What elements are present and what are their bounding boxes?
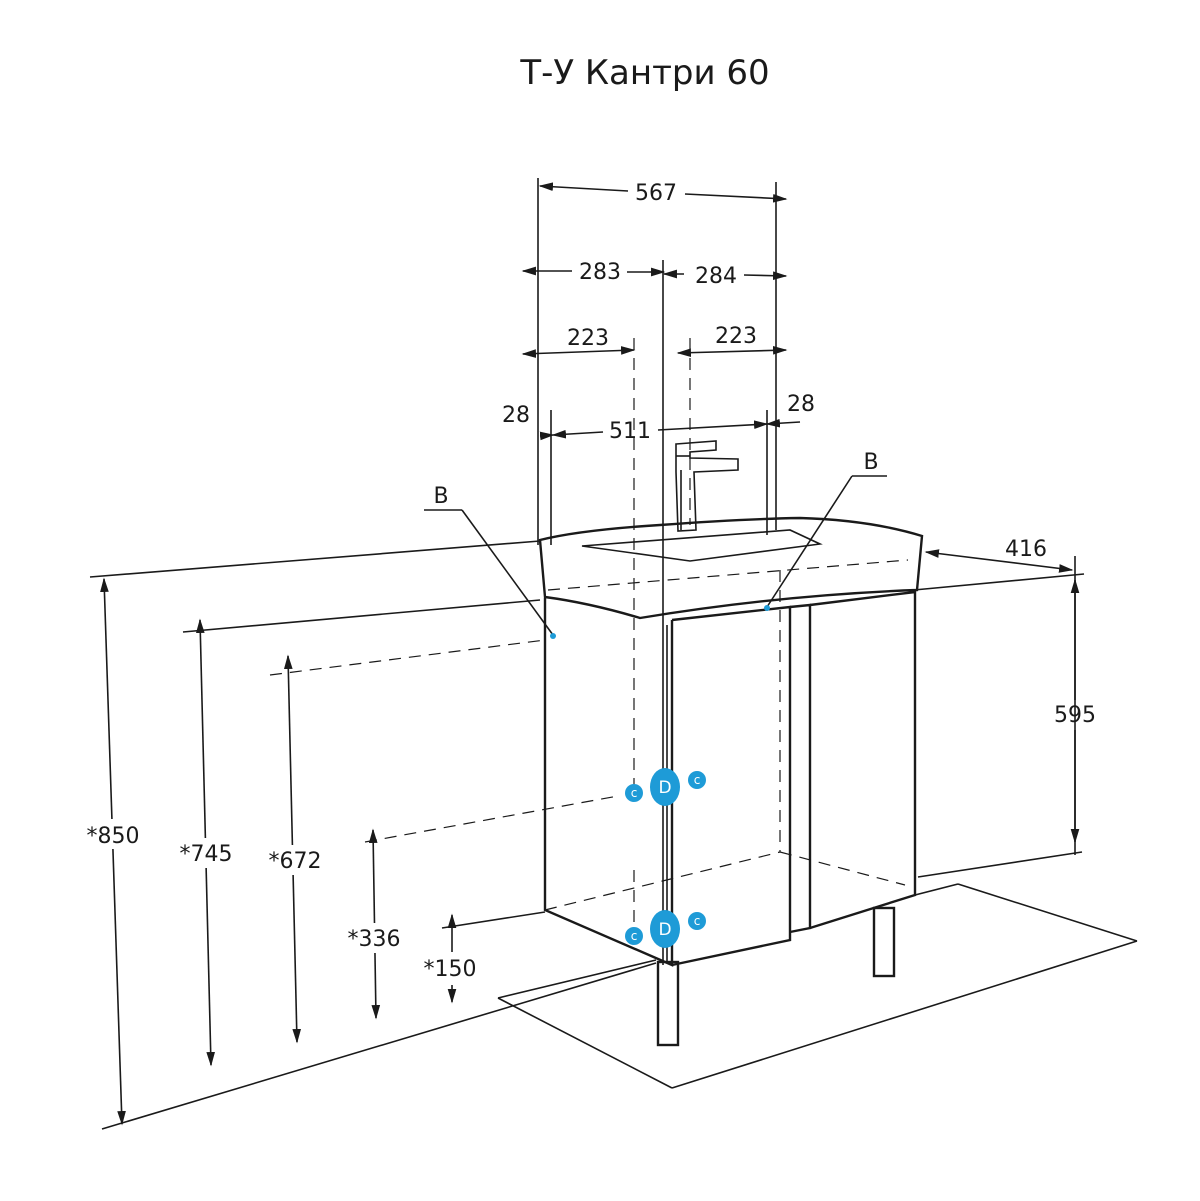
floor-outline (497, 883, 1138, 1089)
height-dimension-672: *672 (266, 654, 326, 1044)
marker-c-upper-left-label: c (631, 786, 638, 800)
washbasin (538, 516, 924, 620)
dim-336-label: *336 (348, 927, 401, 952)
extension-lines (537, 178, 781, 965)
dim-745-label: *745 (180, 842, 233, 867)
cabinet (543, 590, 917, 967)
width-dimension-223: 223 223 (521, 324, 788, 358)
callout-b-left: B (424, 484, 556, 639)
marker-c-upper-right-label: c (694, 773, 701, 787)
height-dimension-850: *850 (82, 577, 142, 1126)
dim-511-label: 511 (609, 419, 651, 444)
marker-d-upper (650, 768, 680, 806)
dim-223-right-label: 223 (715, 324, 757, 349)
width-dimension-283-284: 283 284 (521, 260, 788, 289)
marker-c-lower-right (688, 912, 706, 930)
depth-dimension-416: 416 (913, 537, 1085, 591)
dim-567-label: 567 (635, 181, 677, 206)
marker-c-lower-right-label: c (694, 914, 701, 928)
width-dimension-511: 28 511 28 (502, 392, 815, 444)
marker-d-lower (650, 910, 680, 948)
dim-223-left-label: 223 (567, 326, 609, 351)
marker-c-lower-left-label: c (631, 929, 638, 943)
dim-283-label: 283 (579, 260, 621, 285)
marker-c-upper-right (688, 771, 706, 789)
dim-416-label: 416 (1005, 537, 1047, 562)
dim-150-label: *150 (424, 957, 477, 982)
height-dimension-745: *745 (178, 618, 238, 1067)
height-dimension-595: 595 (917, 556, 1096, 878)
connection-markers-lower: c D c (625, 910, 706, 948)
connection-markers-upper: c D c (625, 768, 706, 806)
callout-b-right: B (764, 450, 887, 611)
dim-28-left-label: 28 (502, 403, 530, 428)
dim-850-label: *850 (87, 824, 140, 849)
dim-28-right-label: 28 (787, 392, 815, 417)
dim-595-label: 595 (1054, 703, 1096, 728)
callout-b-left-label: B (433, 484, 448, 509)
height-reference-lines (89, 540, 657, 1130)
height-dimension-150: *150 (424, 913, 477, 1004)
faucet (675, 440, 739, 532)
dim-672-label: *672 (269, 849, 322, 874)
marker-c-lower-left (625, 927, 643, 945)
callout-b-right-label: B (863, 450, 878, 475)
drawing-title: Т-У Кантри 60 (519, 53, 769, 93)
height-dimension-336: *336 (346, 828, 404, 1020)
marker-c-upper-left (625, 784, 643, 802)
marker-d-lower-label: D (658, 920, 671, 940)
dim-284-label: 284 (695, 264, 737, 289)
marker-d-upper-label: D (658, 778, 671, 798)
width-dimension-567: 567 (538, 181, 788, 206)
legs (656, 906, 896, 1047)
